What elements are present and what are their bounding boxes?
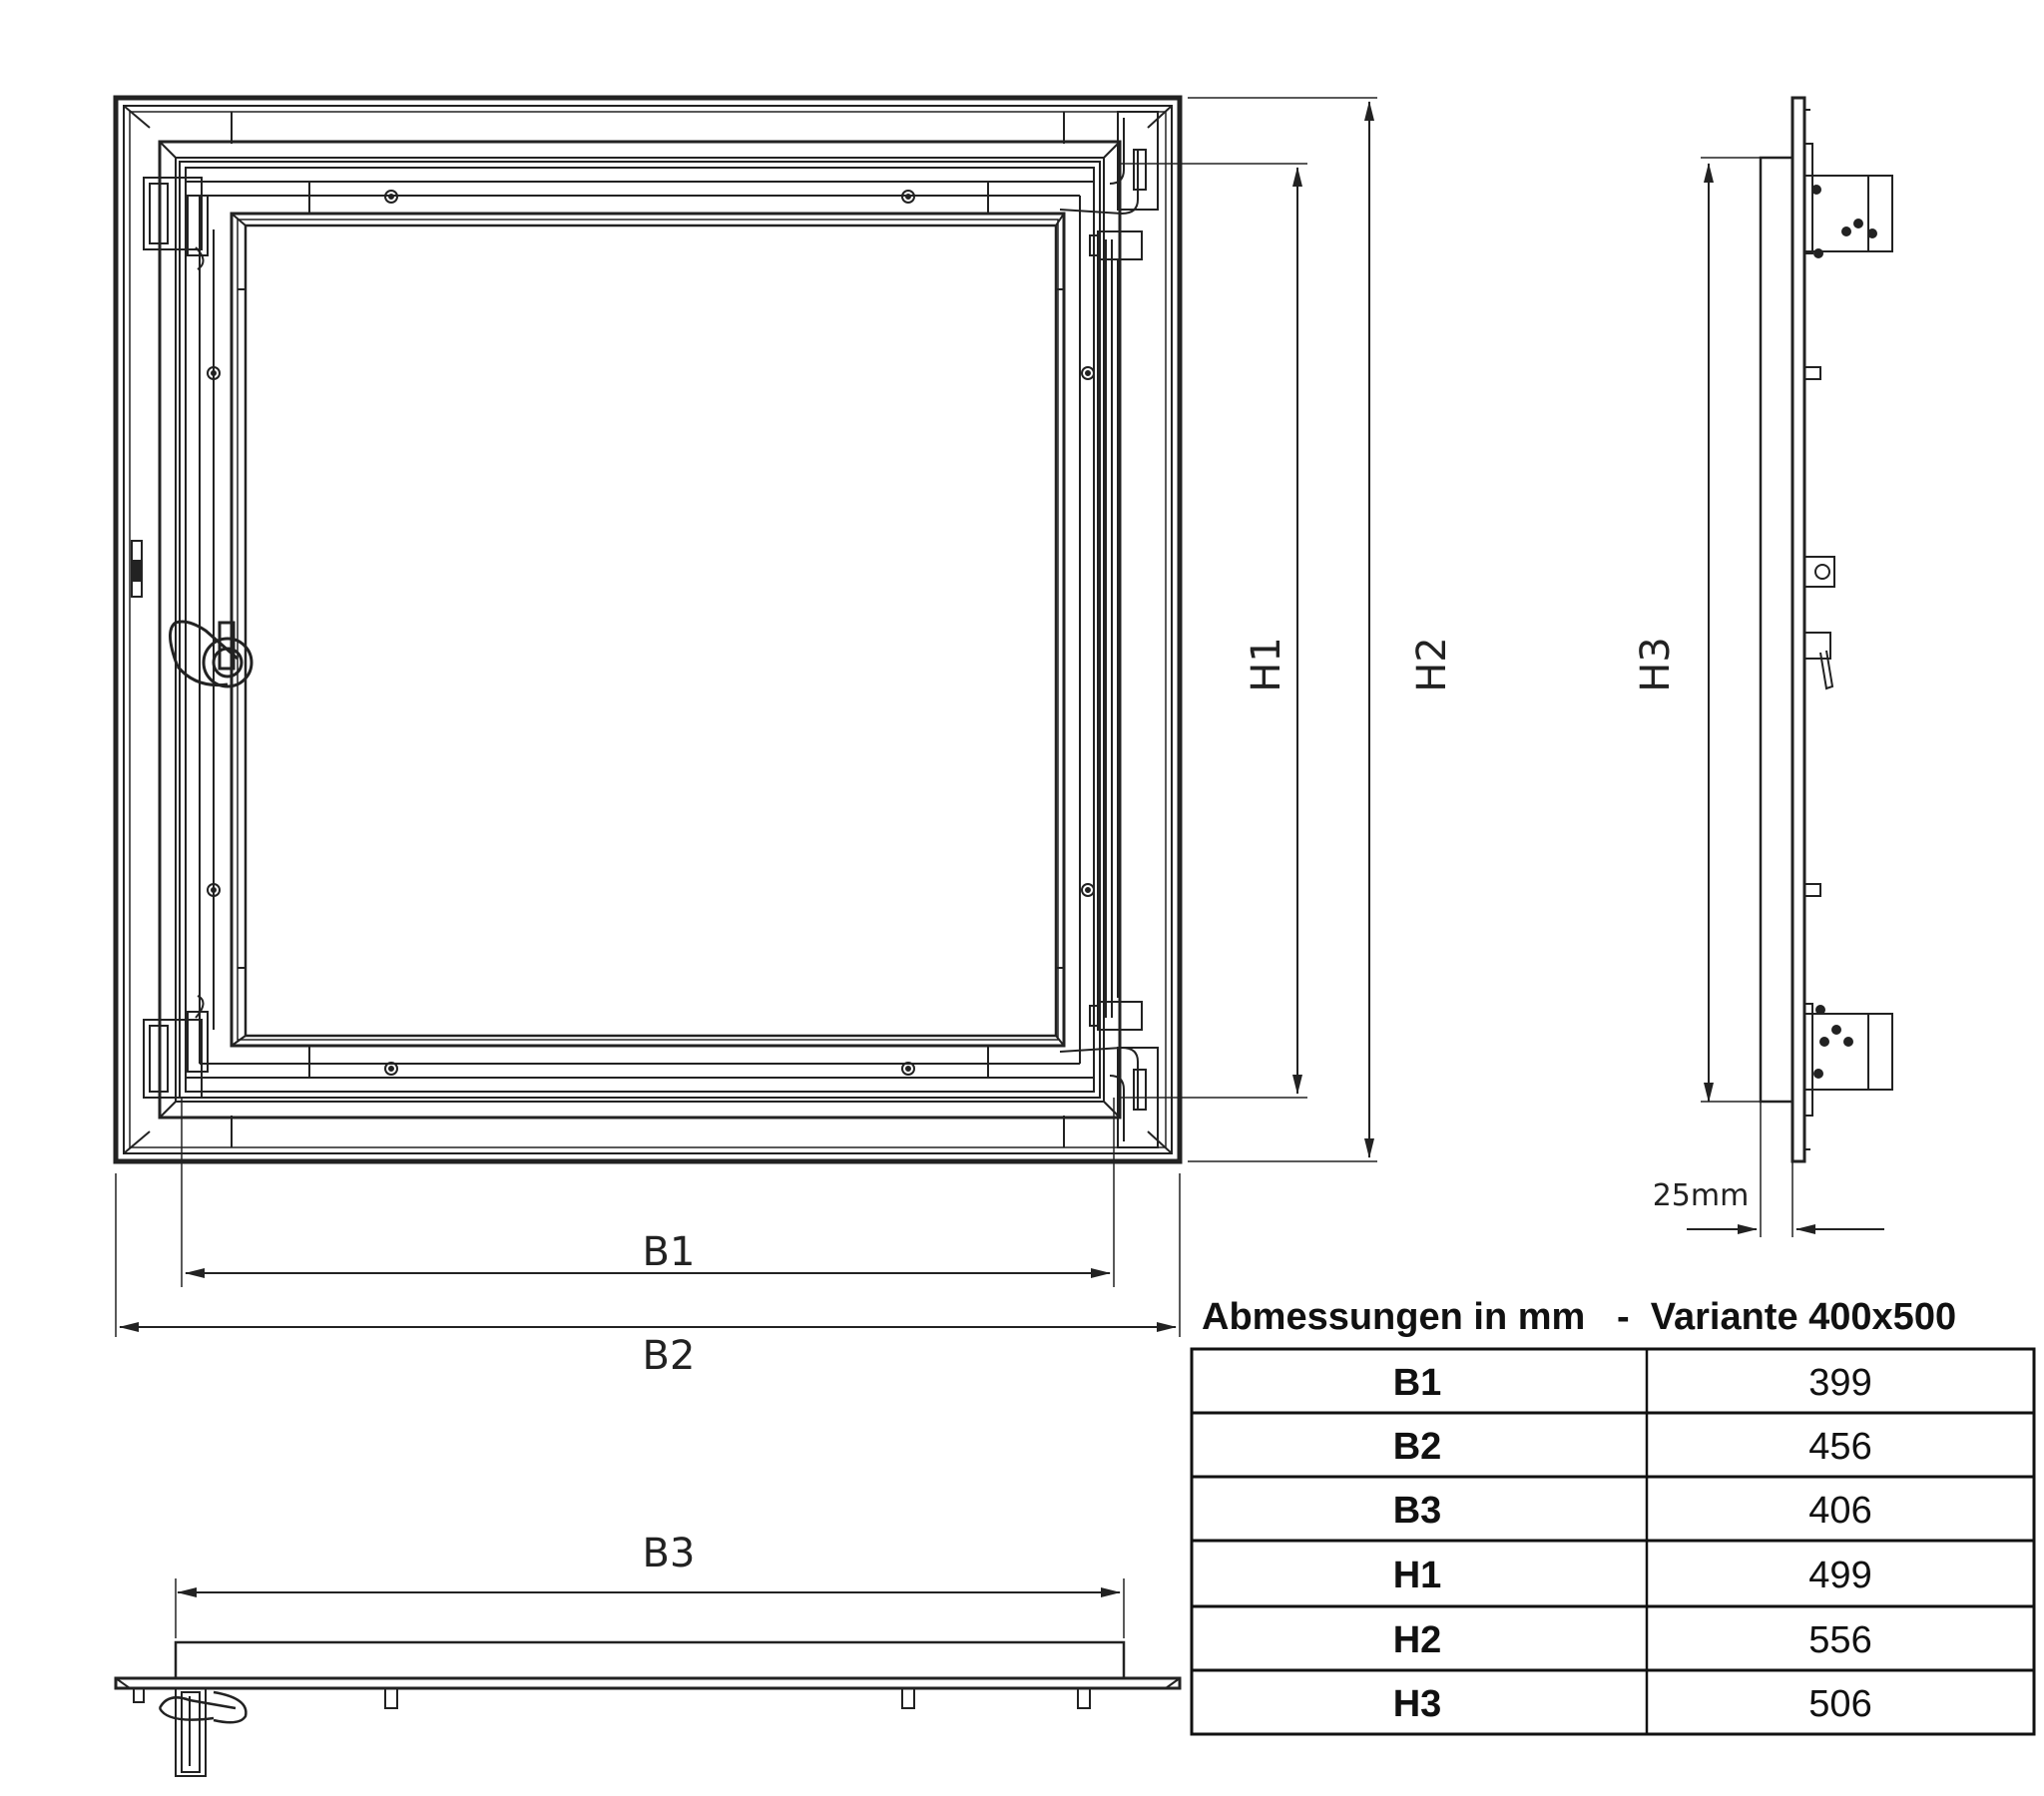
label-b3: B3	[643, 1531, 696, 1576]
inner-panel-frame	[230, 212, 1066, 1048]
table-cell-value: 456	[1808, 1426, 1871, 1468]
hinge-left-top	[143, 177, 209, 270]
table-cell-value: 499	[1808, 1555, 1871, 1596]
outer-frame-inner-edge	[123, 105, 1173, 1154]
hinge-left-bottom	[143, 995, 209, 1099]
bottom-panel	[174, 1640, 1126, 1680]
bottom-lock	[158, 1690, 248, 1724]
table-row: B2 456	[1393, 1426, 1872, 1468]
dimension-lines	[119, 101, 1884, 1597]
dimensions-table	[1190, 1347, 2036, 1736]
table-cell-key: B2	[1393, 1426, 1442, 1468]
table-cell-key: H1	[1393, 1555, 1442, 1596]
bottom-hinge	[133, 1687, 207, 1777]
outer-frame	[113, 95, 1183, 1164]
table-title: Abmessungen in mm - Variante 400x500	[1202, 1296, 1956, 1338]
door-leaf-frame	[158, 140, 1122, 1120]
table-cell-key: B1	[1393, 1362, 1442, 1404]
hinge-right-top	[1059, 111, 1159, 260]
side-bracket-bottom	[1803, 1003, 1893, 1117]
side-bracket-top	[1803, 143, 1893, 258]
side-view	[1701, 96, 1893, 1237]
table-cell-key: H2	[1393, 1619, 1442, 1661]
table-cell-value: 556	[1808, 1619, 1871, 1661]
table-cell-key: H3	[1393, 1683, 1442, 1725]
front-view	[113, 95, 1377, 1337]
label-depth: 25mm	[1653, 1178, 1750, 1213]
side-lock	[1803, 556, 1835, 690]
side-pins	[1803, 366, 1821, 897]
table-cell-value: 506	[1808, 1683, 1871, 1725]
table-row: H3 506	[1393, 1683, 1872, 1725]
table-cell-value: 399	[1808, 1362, 1871, 1404]
table-row: H2 556	[1393, 1619, 1872, 1661]
table-row: B3 406	[1393, 1490, 1872, 1532]
side-body	[1759, 156, 1794, 1104]
label-h3: H3	[1633, 637, 1679, 692]
side-flange	[1790, 96, 1806, 1163]
label-h2: H2	[1409, 637, 1455, 692]
table-cell-value: 406	[1808, 1490, 1871, 1532]
label-h1: H1	[1244, 637, 1289, 692]
lock-slot	[131, 540, 143, 598]
label-b2: B2	[643, 1333, 696, 1379]
bottom-view	[114, 1578, 1182, 1777]
screws	[207, 190, 1095, 1076]
bottom-pins	[384, 1687, 1091, 1709]
hinge-right-bottom	[1059, 1001, 1159, 1148]
table-row: H1 499	[1393, 1555, 1872, 1596]
bottom-flange	[114, 1676, 1182, 1690]
lock-handle	[169, 620, 254, 688]
table-row: B1 399	[1393, 1362, 1872, 1404]
label-b1: B1	[643, 1229, 696, 1275]
inner-panel	[244, 224, 1058, 1038]
table-cell-key: B3	[1393, 1490, 1442, 1532]
